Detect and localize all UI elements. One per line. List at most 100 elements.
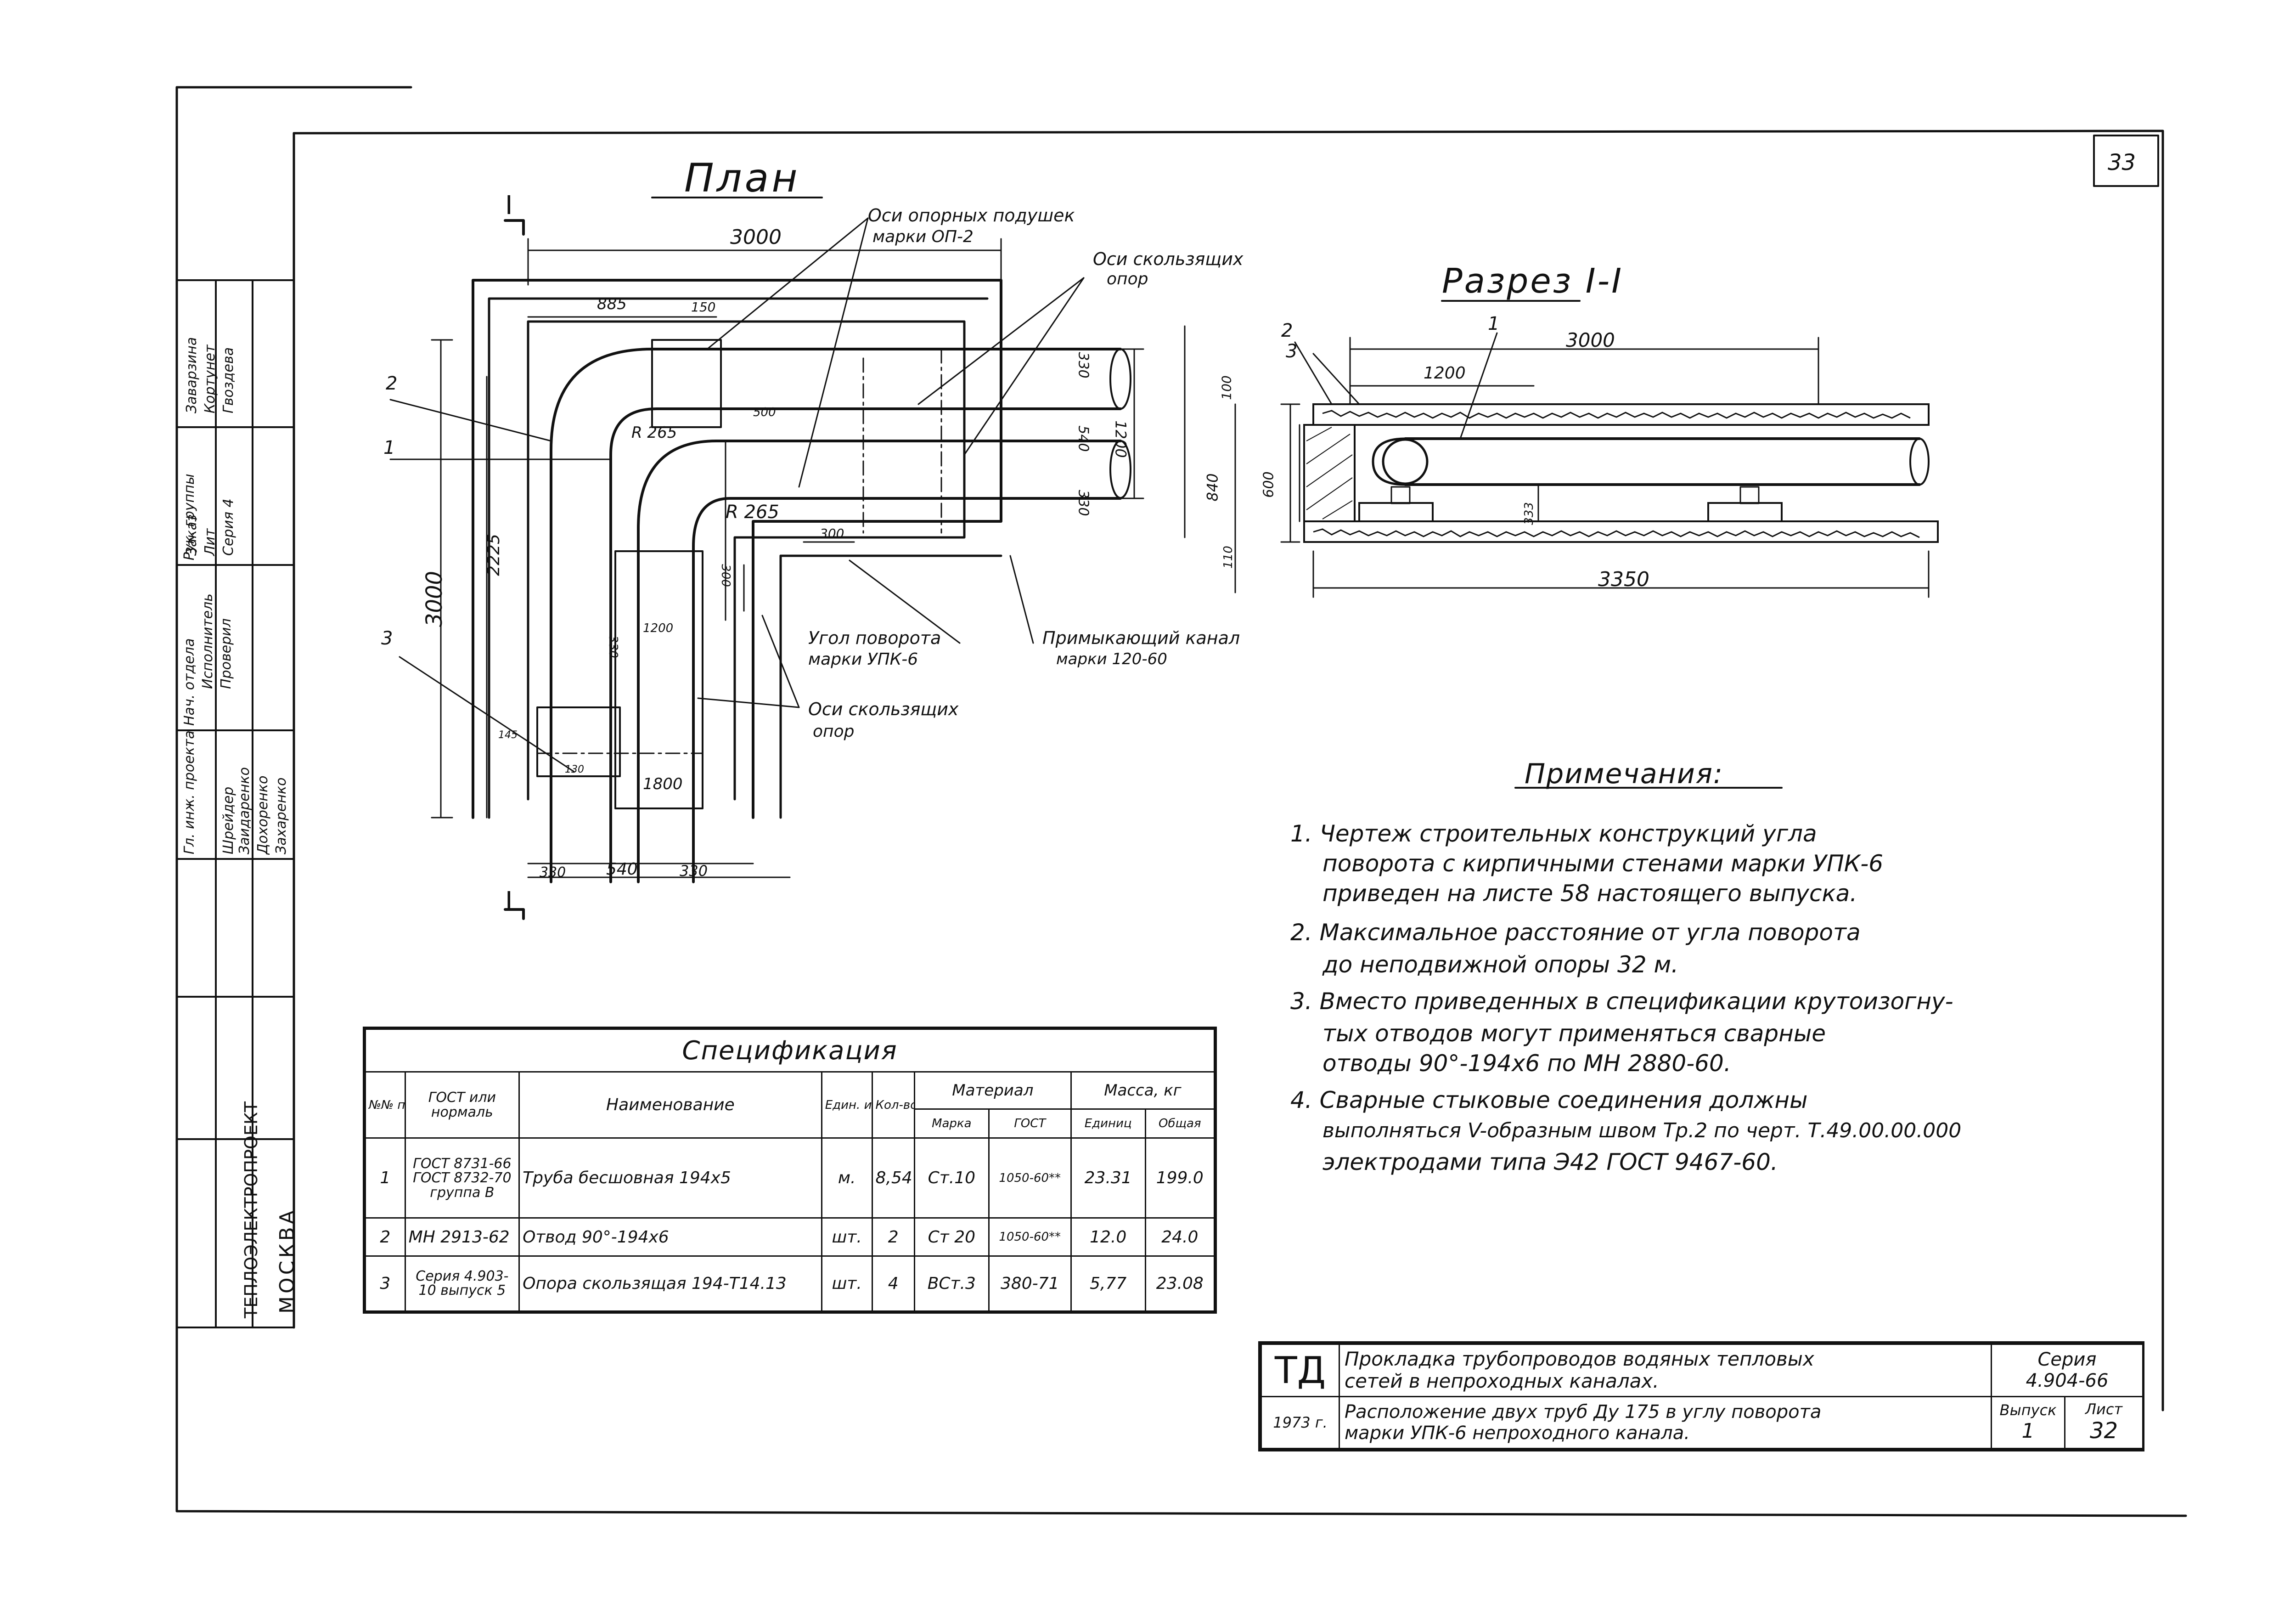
spec-cell: Труба бесшовная 194х5 bbox=[518, 1137, 822, 1219]
dim-885: 885 bbox=[597, 295, 627, 313]
dim-330-a: 330 bbox=[1075, 352, 1092, 378]
side-wall bbox=[1303, 424, 1356, 522]
section-pipe bbox=[1404, 437, 1921, 486]
specification-table: Спецификация №№ поз. ГОСТ или нормаль На… bbox=[363, 1027, 1217, 1314]
spec-cell: ГОСТ 8731-66 ГОСТ 8732-70 группа В bbox=[404, 1137, 520, 1219]
stamp-extra: Лит bbox=[202, 528, 218, 556]
left-stamp-grid bbox=[176, 279, 295, 1328]
dim-3000-vertical: 3000 bbox=[422, 570, 448, 627]
dim-145: 145 bbox=[498, 729, 518, 741]
subject-line-1: Прокладка трубопроводов водяных тепловых bbox=[1345, 1348, 1814, 1371]
section-callout-2: 2 bbox=[1281, 320, 1293, 341]
spec-header-mark: Марка bbox=[913, 1108, 990, 1139]
label-corner-mark: марки УПК-6 bbox=[808, 650, 918, 669]
stamp-name: Дохоренко bbox=[255, 775, 271, 855]
sheet-label: Лист bbox=[2085, 1400, 2123, 1418]
section-dim-3000: 3000 bbox=[1566, 329, 1615, 351]
stamp-extra: Кортунет bbox=[202, 344, 218, 413]
section-mark-bottom: I bbox=[505, 887, 513, 916]
bottom-slab bbox=[1303, 520, 1939, 543]
label-sliding-supports-top: Оси скользящих bbox=[1093, 249, 1244, 269]
section-view bbox=[1234, 300, 1939, 598]
note-line: до неподвижной опоры 32 м. bbox=[1322, 951, 1679, 978]
issue-value: 1 bbox=[2021, 1419, 2035, 1443]
dim-1800: 1800 bbox=[643, 775, 683, 793]
stamp-role: Проверил bbox=[218, 618, 234, 689]
pipe-1 bbox=[550, 348, 1122, 883]
section-dim-333: 333 bbox=[1522, 502, 1536, 525]
spec-cell: шт. bbox=[821, 1217, 873, 1257]
support-pad-2 bbox=[536, 706, 621, 777]
spec-cell: 23.31 bbox=[1070, 1137, 1146, 1219]
dim-2225: 2225 bbox=[484, 534, 503, 576]
note-line: отводы 90°-194х6 по МН 2880-60. bbox=[1322, 1050, 1731, 1077]
radius-1: R 265 bbox=[631, 423, 677, 442]
spec-cell: 2 bbox=[365, 1217, 406, 1257]
sheet-value: 32 bbox=[2089, 1418, 2118, 1444]
org-mark: ТД bbox=[1261, 1344, 1340, 1397]
stamp-institute: ТЕПЛОЭЛЕКТРОПРОЕКТ bbox=[241, 1101, 261, 1318]
dim-150: 150 bbox=[691, 299, 716, 315]
channel-inner-wall bbox=[527, 320, 966, 801]
dim-500: 500 bbox=[753, 406, 776, 419]
dim-330-c: 330 bbox=[606, 635, 620, 658]
spec-cell: 1050-60** bbox=[988, 1137, 1072, 1219]
note-line: приведен на листе 58 настоящего выпуска. bbox=[1322, 880, 1857, 907]
dim-130: 130 bbox=[565, 764, 584, 775]
stamp-extra: Заварзина bbox=[184, 337, 200, 413]
stamp-name: Шрейдер bbox=[220, 786, 236, 854]
issue-label: Выпуск bbox=[1999, 1401, 2057, 1419]
spec-header-mass: Масса, кг bbox=[1070, 1071, 1216, 1110]
spec-header-mass-unit: Единиц bbox=[1070, 1108, 1146, 1139]
dim-bottom-330-b: 330 bbox=[680, 862, 708, 880]
sheet-title-line-2: марки УПК-6 непроходного канала. bbox=[1345, 1422, 1690, 1444]
dim-330-b: 330 bbox=[1075, 490, 1092, 516]
table-row: 2 МН 2913-62 Отвод 90°-194х6 шт. 2 Ст 20… bbox=[365, 1217, 1216, 1257]
spec-cell: Ст.10 bbox=[913, 1137, 990, 1219]
stamp-city: МОСКВА bbox=[276, 1208, 299, 1314]
plan-title: План bbox=[684, 155, 800, 201]
spec-caption: Спецификация bbox=[365, 1028, 1215, 1073]
dim-1200: 1200 bbox=[1112, 420, 1130, 458]
note-line: 3. Вместо приведенных в спецификации кру… bbox=[1290, 988, 1953, 1015]
stamp-extra: Заказ bbox=[184, 514, 200, 556]
dim-300-a: 300 bbox=[820, 526, 844, 541]
series-value: 4.904-66 bbox=[2026, 1370, 2109, 1392]
label-adjacent-mark: марки 120-60 bbox=[1056, 650, 1167, 668]
spec-cell: 1 bbox=[365, 1137, 406, 1219]
spec-cell: 199.0 bbox=[1144, 1137, 1216, 1219]
series-label: Серия bbox=[2037, 1349, 2097, 1371]
spec-cell: Отвод 90°-194х6 bbox=[518, 1217, 822, 1257]
section-dim-110: 110 bbox=[1221, 546, 1235, 569]
dim-1200-b: 1200 bbox=[643, 621, 674, 635]
section-callout-3: 3 bbox=[1286, 341, 1298, 362]
spec-cell: МН 2913-62 bbox=[404, 1217, 520, 1257]
note-line: 1. Чертеж строительных конструкций угла bbox=[1290, 820, 1817, 847]
table-row: 3 Серия 4.903-10 выпуск 5 Опора скользящ… bbox=[365, 1255, 1216, 1312]
label-sliding-supports-bottom-2: опор bbox=[813, 722, 855, 741]
spec-cell: Серия 4.903-10 выпуск 5 bbox=[404, 1255, 520, 1312]
table-row: 1 ГОСТ 8731-66 ГОСТ 8732-70 группа В Тру… bbox=[365, 1137, 1216, 1219]
support-pad-1 bbox=[651, 339, 722, 428]
section-dim-1200: 1200 bbox=[1424, 364, 1466, 383]
spec-header-mgost: ГОСТ bbox=[988, 1108, 1072, 1139]
spec-cell: 23.08 bbox=[1144, 1255, 1216, 1312]
section-dim-600: 600 bbox=[1261, 471, 1277, 498]
sliding-support bbox=[614, 550, 703, 809]
spec-header-material: Материал bbox=[913, 1071, 1072, 1110]
spec-header-num: №№ поз. bbox=[365, 1071, 406, 1139]
support-block-2 bbox=[1707, 502, 1783, 522]
spec-cell: 2 bbox=[871, 1217, 915, 1257]
label-corner: Угол поворота bbox=[808, 628, 941, 648]
label-support-pads: Оси опорных подушек bbox=[868, 205, 1075, 226]
sheet-title-line-1: Расположение двух труб Ду 175 в углу пов… bbox=[1345, 1401, 1822, 1423]
spec-cell: 5,77 bbox=[1070, 1255, 1146, 1312]
section-callout-1: 1 bbox=[1488, 313, 1500, 334]
note-line: тых отводов могут применяться сварные bbox=[1322, 1020, 1826, 1047]
stamp-name: Заидаренко bbox=[236, 767, 253, 854]
spec-header-mass-total: Общая bbox=[1144, 1108, 1216, 1139]
spec-header-qty: Кол-во bbox=[871, 1071, 915, 1139]
spec-cell: 4 bbox=[871, 1255, 915, 1312]
year: 1973 г. bbox=[1261, 1395, 1340, 1450]
